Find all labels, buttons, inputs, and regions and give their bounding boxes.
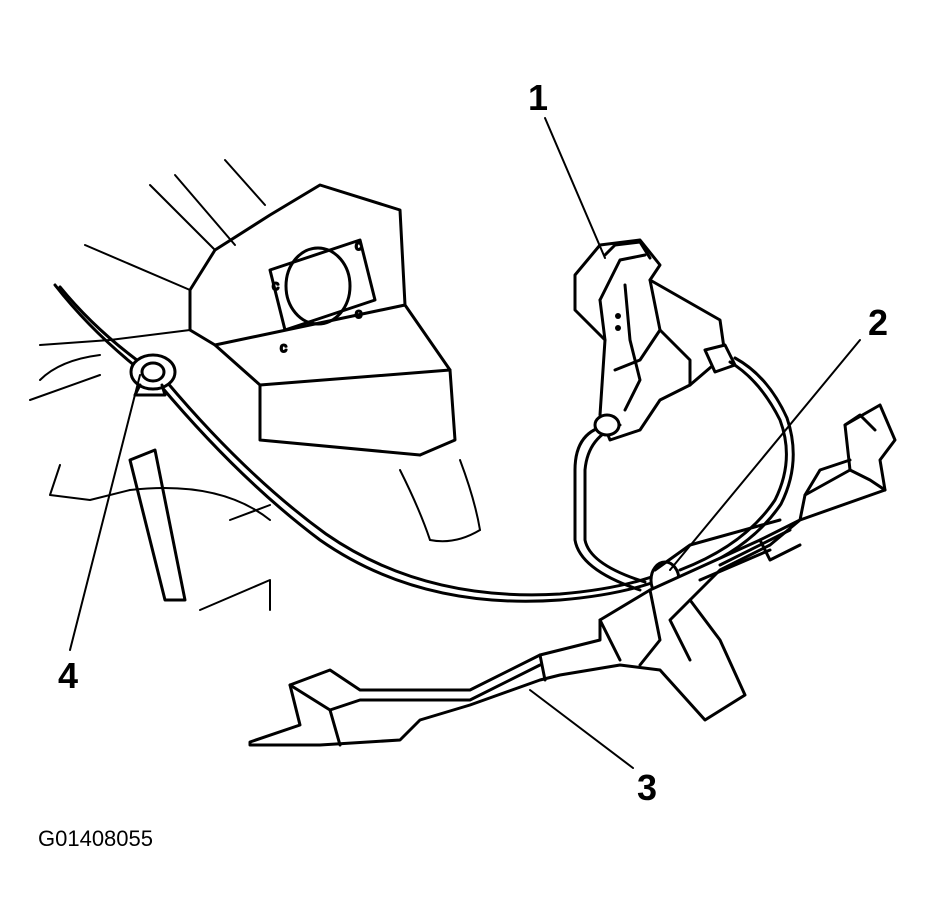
callout-1: 1 — [528, 77, 548, 118]
callout-2: 2 — [868, 302, 888, 343]
svg-text:c: c — [280, 339, 287, 355]
figure-id: G01408055 — [38, 826, 153, 851]
release-cable — [53, 283, 662, 603]
svg-text:c: c — [355, 237, 362, 253]
svg-text:c: c — [272, 277, 279, 293]
parking-brake-release-handle — [573, 238, 795, 592]
leader-lines — [69, 117, 861, 769]
callout-3: 3 — [637, 767, 657, 808]
firewall-structure: c c c c — [29, 159, 481, 611]
callout-4: 4 — [58, 655, 78, 696]
pedal-bracket — [248, 403, 897, 747]
svg-text:c: c — [355, 305, 362, 321]
